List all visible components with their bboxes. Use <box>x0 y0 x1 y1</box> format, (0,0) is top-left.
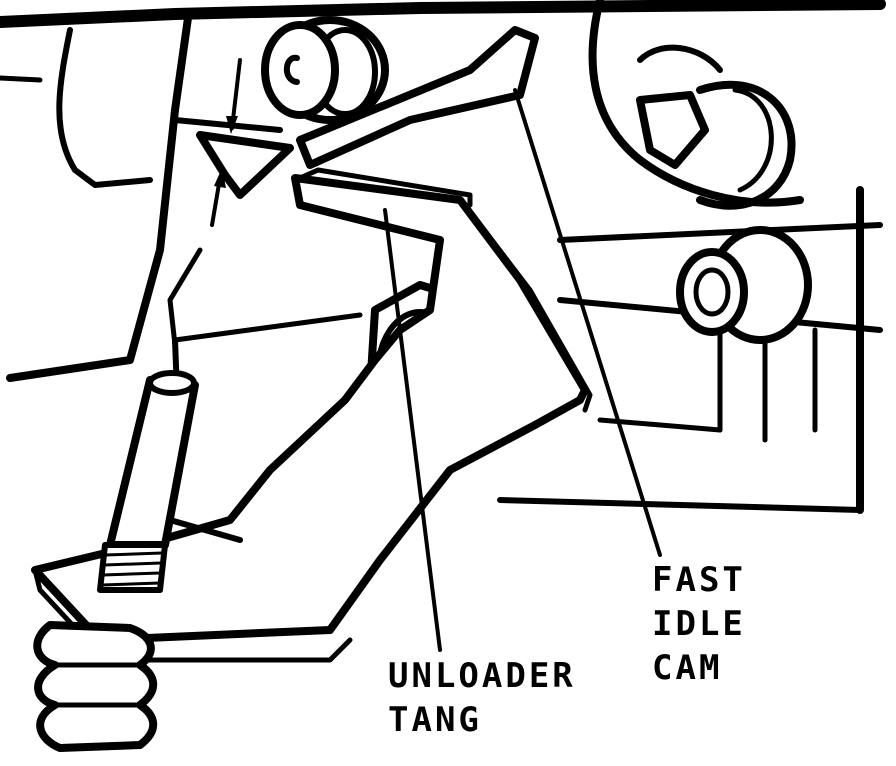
fast-idle-cam-label-line2: IDLE <box>652 604 746 644</box>
housing-outline <box>0 0 886 382</box>
fast-idle-cam-label-line3: CAM <box>652 648 723 688</box>
housing-right <box>497 0 883 514</box>
unloader-tang-label-line2: TANG <box>388 700 482 740</box>
threaded-stud <box>97 370 199 593</box>
leader-lines <box>383 88 662 652</box>
choke-lever <box>196 26 539 199</box>
plunger-cap <box>261 16 389 124</box>
unloader-tang-label: UNLOADER TANG <box>388 654 576 742</box>
fast-idle-cam-label-line1: FAST <box>652 560 746 600</box>
spring-coil <box>33 621 158 752</box>
gap-arrows <box>210 58 242 227</box>
bushing <box>676 226 812 344</box>
fast-idle-cam-label: FAST IDLE CAM <box>652 558 746 690</box>
unloader-tang-label-line1: UNLOADER <box>388 656 576 696</box>
